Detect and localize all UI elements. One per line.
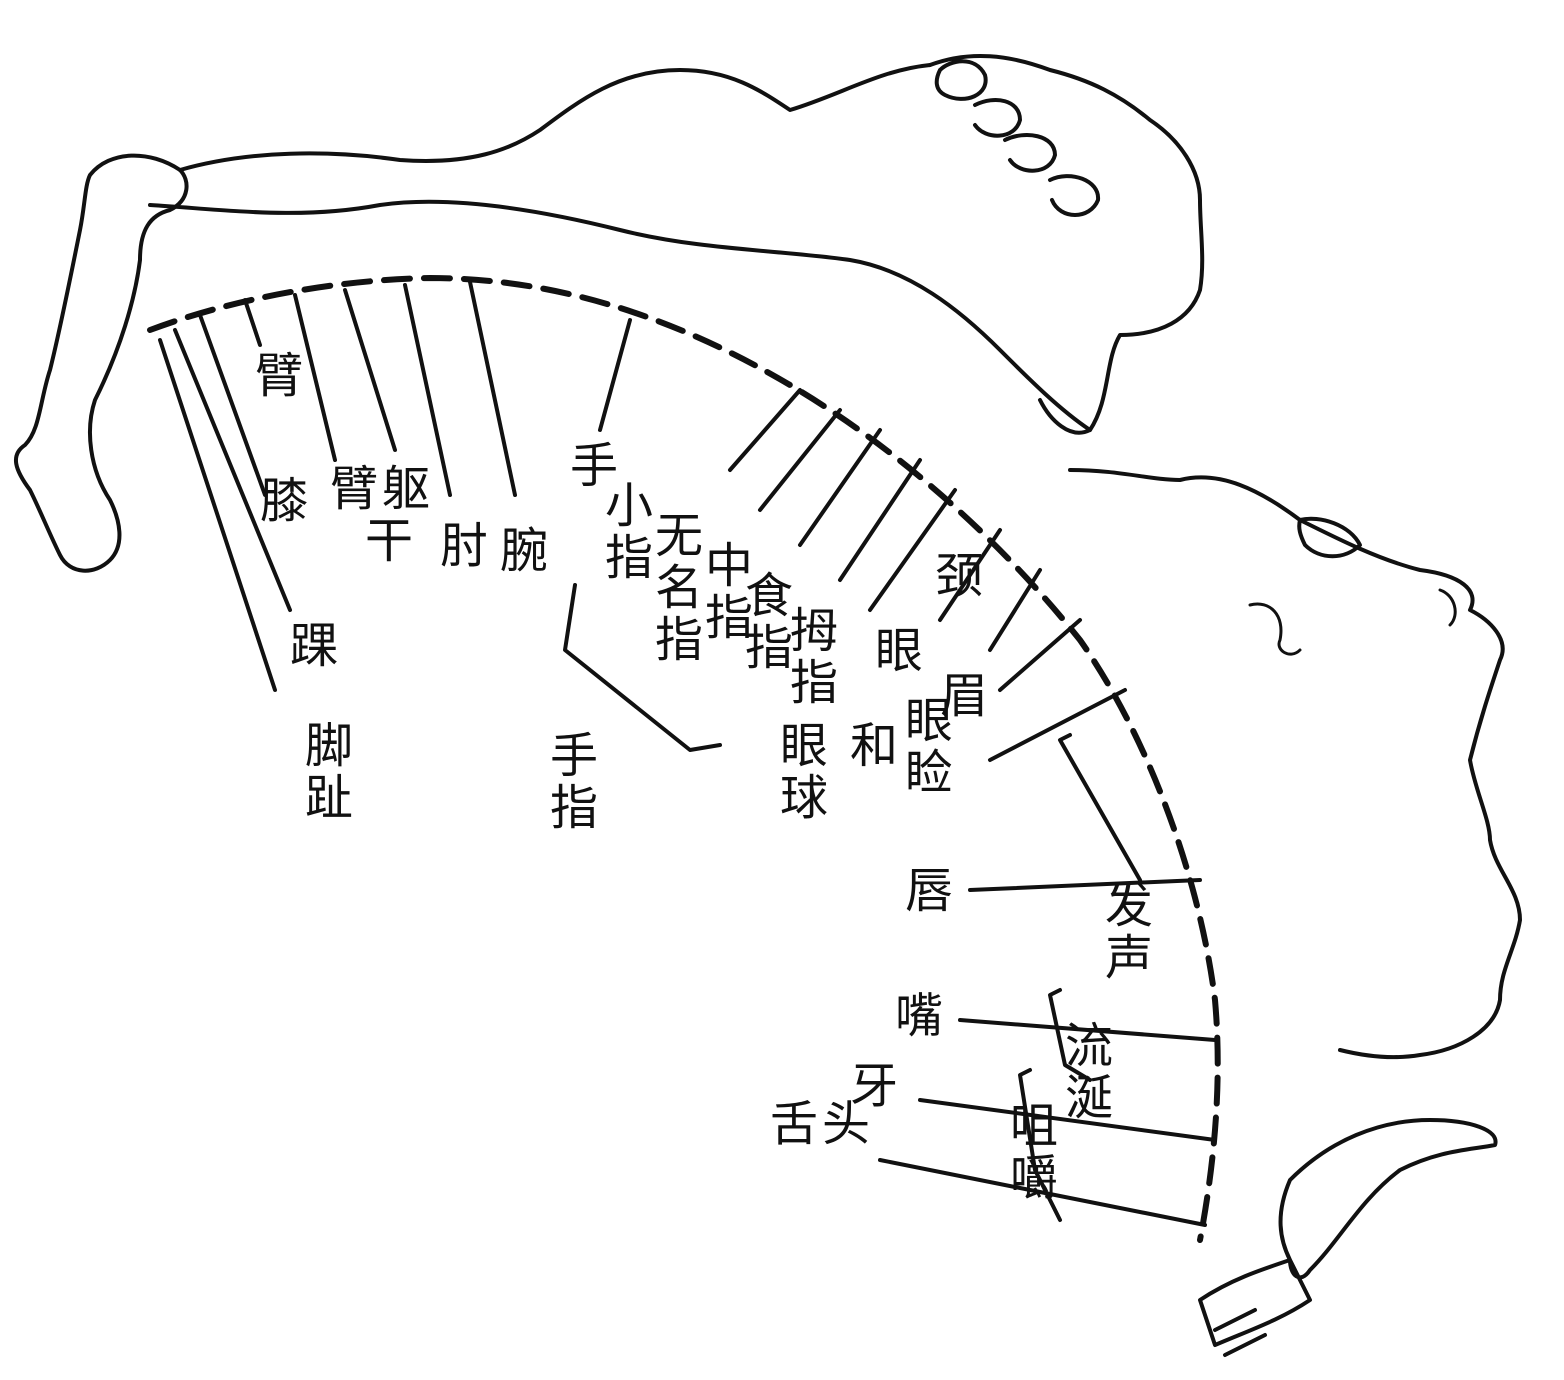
label-middle-finger: 中指 xyxy=(696,540,752,644)
label-wrist: 腕 xyxy=(491,525,547,577)
label-tongue: 舌头 xyxy=(770,1096,875,1152)
label-ring-finger: 无名指 xyxy=(646,510,702,666)
tongue-outline xyxy=(1198,1118,1498,1357)
label-fingers: 手指 xyxy=(541,730,597,834)
label-elbow: 肘 xyxy=(431,520,487,572)
label-ankle: 踝 xyxy=(281,620,337,672)
label-eyebrow: 眉 xyxy=(931,670,987,722)
nose-ear-detail xyxy=(1248,588,1457,656)
label-toes: 脚趾 xyxy=(296,720,352,824)
label-chewing: 咀嚼 xyxy=(1001,1100,1057,1204)
leg-outline xyxy=(14,153,189,573)
label-trunk: 干 xyxy=(356,515,412,567)
label-little-finger: 小指 xyxy=(596,480,652,584)
pointer-lines xyxy=(158,280,1217,1227)
cortex-arc xyxy=(147,275,1221,1243)
label-eye: 眼 xyxy=(866,625,922,677)
label-thumb: 拇指 xyxy=(781,605,837,709)
label-knee: 膝 xyxy=(251,475,307,527)
label-mouth: 嘴 xyxy=(886,990,942,1042)
eye-outline xyxy=(1297,516,1362,559)
label-lips: 唇 xyxy=(896,865,952,917)
label-arm-trunk: 臂躯 xyxy=(330,461,435,517)
label-hand: 手 xyxy=(561,440,617,492)
label-index-finger: 食指 xyxy=(736,570,792,674)
hand-outline xyxy=(928,53,1205,435)
label-eyeball: 眼球 xyxy=(771,720,827,824)
brackets xyxy=(563,583,1142,1222)
label-arm: 臂 xyxy=(246,350,302,402)
label-eyelid: 眼睑 xyxy=(896,695,952,799)
label-salivation: 流涎 xyxy=(1056,1020,1112,1124)
head-outline xyxy=(1068,468,1522,1060)
label-vocalization: 发声 xyxy=(1096,880,1152,984)
label-teeth: 牙 xyxy=(841,1060,897,1112)
label-and: 和 xyxy=(841,720,897,772)
arm-outline xyxy=(148,63,1092,432)
label-neck: 颈 xyxy=(926,550,982,602)
